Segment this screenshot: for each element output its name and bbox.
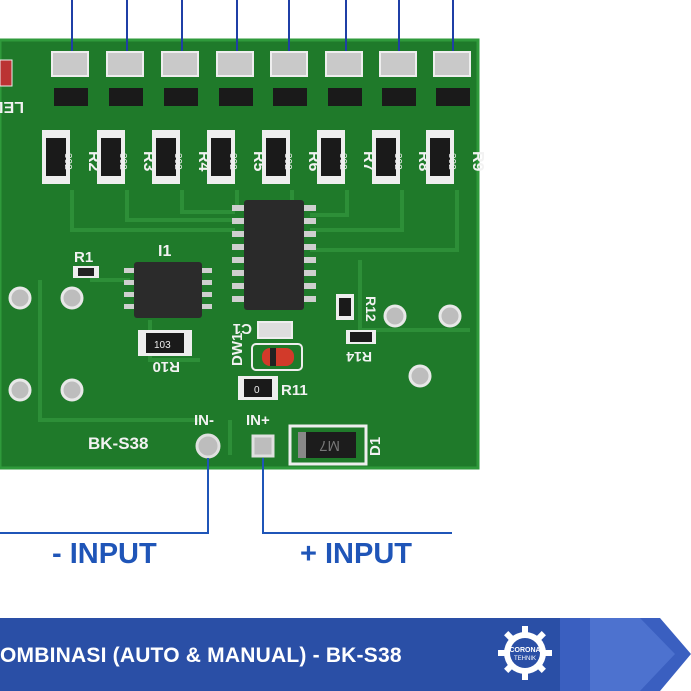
top-resistor-core: [156, 138, 176, 176]
top-resistor-core: [430, 138, 450, 176]
d1-outline: [288, 424, 368, 466]
d1-marking: M7: [319, 437, 340, 454]
dw1-body: [262, 348, 294, 366]
top-resistor-core: [46, 138, 66, 176]
dw1-label: DW1: [229, 333, 246, 366]
c1-label: C1: [233, 320, 252, 337]
pcb-board-edge: [0, 38, 480, 470]
r10-label: R10: [152, 358, 180, 375]
wire-leads: [71, 0, 454, 52]
model-label: BK-S38: [88, 434, 148, 453]
top-resistor-value: 302: [117, 153, 128, 170]
led-pads: [51, 51, 471, 77]
d1-body: [298, 432, 356, 458]
logo-text-top: CORONA: [509, 647, 540, 654]
top-resistor-value: 302: [392, 153, 403, 170]
top-resistor-value: 302: [282, 153, 293, 170]
r14-label: R14: [346, 349, 372, 365]
r1-label: R1: [74, 249, 93, 266]
chip-i1: [124, 262, 212, 318]
top-resistor-label: R9: [469, 151, 486, 172]
top-resistor-value: 302: [337, 153, 348, 170]
top-resistor-core: [211, 138, 231, 176]
r12-label: R12: [363, 296, 379, 322]
d1-label: D1: [367, 437, 384, 456]
led-fragment-label: LED: [0, 98, 24, 115]
logo-text-bottom: TEHNIK: [514, 656, 536, 662]
top-resistor-value: 302: [446, 153, 457, 170]
mounting-holes: [8, 286, 462, 402]
minus-input-label: - INPUT: [52, 538, 157, 570]
r11-label: R11: [281, 382, 308, 399]
in-plus-pad: [251, 434, 275, 458]
led-pad-left: [0, 59, 13, 87]
annotation-lines: [0, 458, 452, 534]
top-resistor-core: [376, 138, 396, 176]
top-resistor-core: [101, 138, 121, 176]
r10-value: 103: [154, 340, 171, 351]
pcb-traces: [38, 190, 470, 455]
in-minus-pad: [195, 433, 221, 459]
i1-label: I1: [158, 243, 171, 260]
top-resistor-core: [266, 138, 286, 176]
main-ic: [232, 200, 316, 310]
top-resistor-value: 302: [62, 153, 73, 170]
dw1-outline: [251, 343, 303, 371]
top-resistor-value: 302: [227, 153, 238, 170]
top-resistor-value: 302: [172, 153, 183, 170]
banner-title: OMBINASI (AUTO & MANUAL) - BK-S38: [0, 644, 402, 667]
c1-body: [257, 321, 293, 339]
top-resistor-core: [321, 138, 341, 176]
corona-tehnik-logo: CORONA TEHNIK: [498, 626, 552, 680]
in-minus-label: IN-: [194, 412, 214, 429]
r11-value: 0: [254, 385, 260, 396]
in-plus-label: IN+: [246, 412, 270, 429]
plus-input-label: + INPUT: [300, 538, 412, 570]
transistors: [54, 88, 470, 106]
